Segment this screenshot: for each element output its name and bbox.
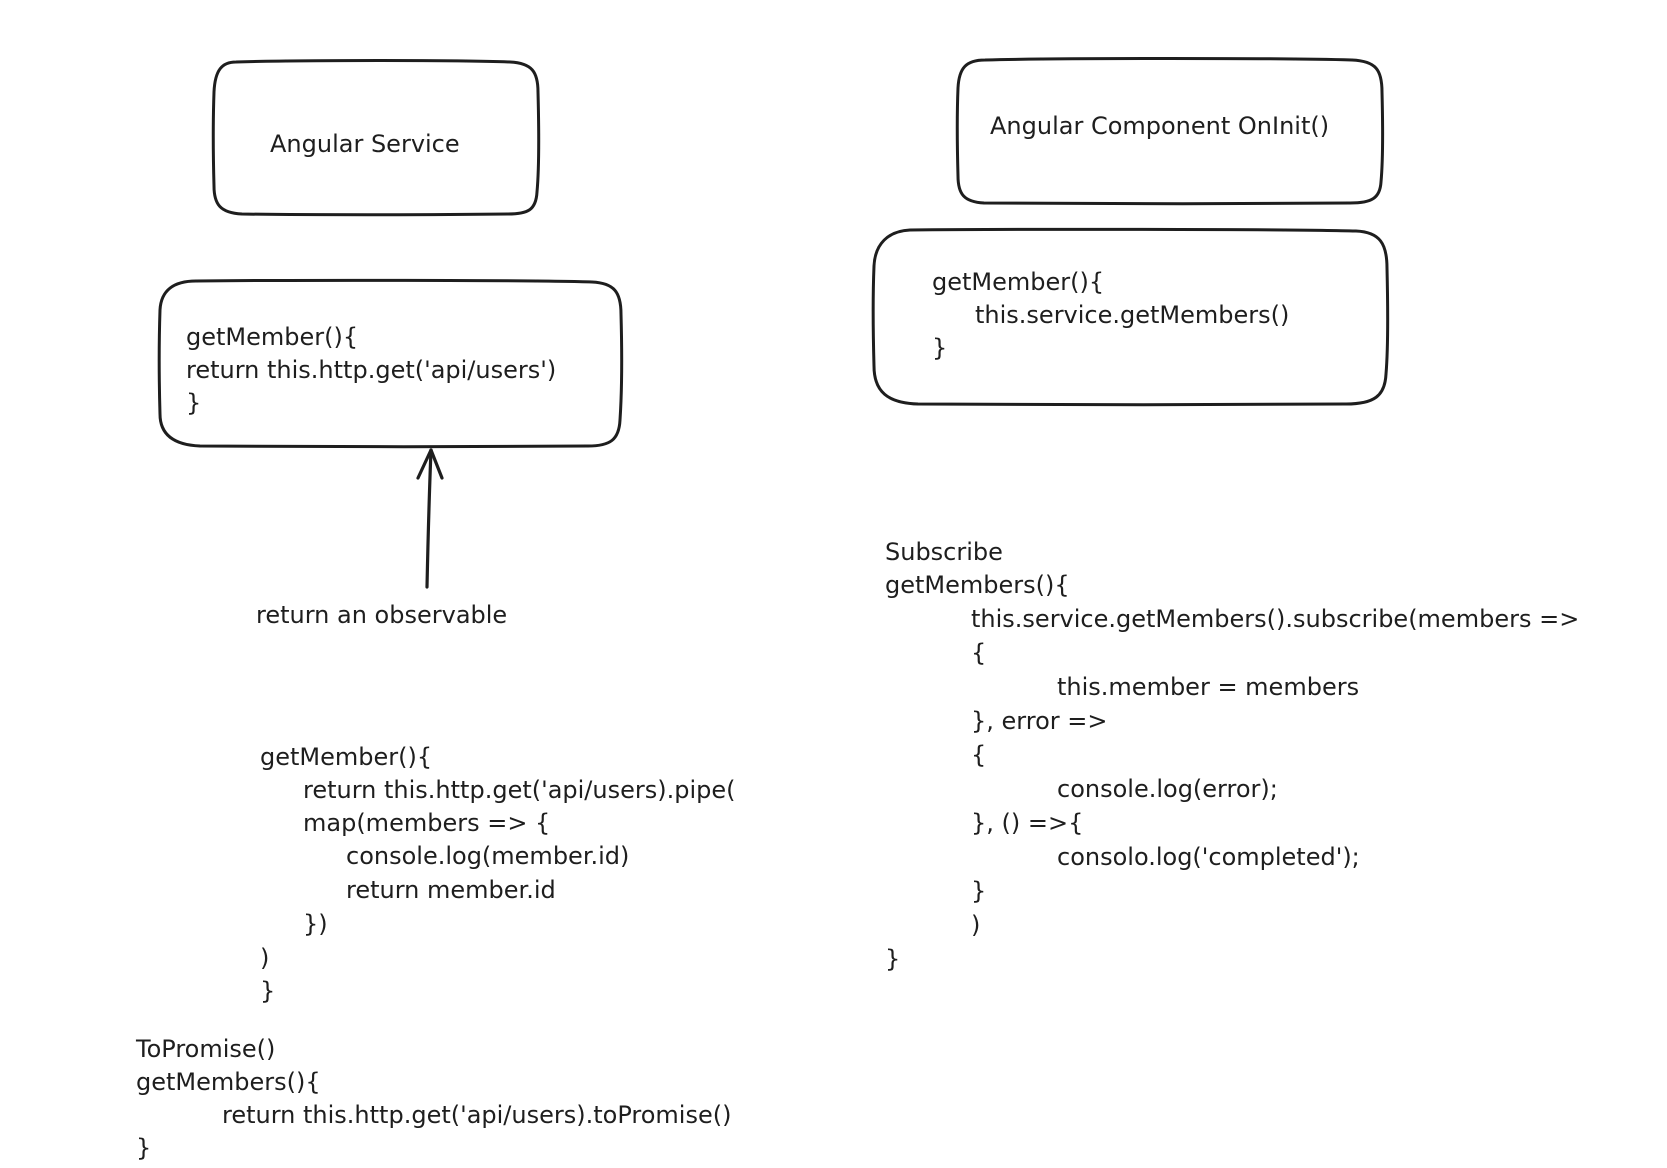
subscribe-code-line-12: } [885,945,900,973]
angular-component-box: Angular Component OnInit() [955,57,1385,206]
component-code-line-1: getMember(){ [932,268,1104,296]
service-code-line-3: } [186,389,201,417]
pipe-code-line-2: return this.http.get('api/users).pipe( [303,776,736,804]
pipe-code-line-3: map(members => { [303,809,550,837]
promise-code-line-3: } [136,1134,151,1162]
subscribe-code-line-5: }, error => [971,707,1107,735]
service-code-line-2: return this.http.get('api/users') [186,356,556,384]
pipe-code-line-7: ) [260,944,269,972]
promise-code-block: ToPromise() getMembers(){ return this.ht… [135,1035,731,1162]
component-code-line-3: } [932,334,947,362]
angular-service-box: Angular Service [211,59,541,217]
subscribe-code-block: Subscribe getMembers(){ this.service.get… [885,538,1579,973]
subscribe-code-line-3: { [971,639,986,667]
subscribe-code-line-2: this.service.getMembers().subscribe(memb… [971,605,1579,633]
subscribe-code-line-10: } [971,877,986,905]
promise-heading: ToPromise() [135,1035,275,1063]
service-code-line-1: getMember(){ [186,323,358,351]
return-arrow [416,448,444,589]
pipe-code-line-4: console.log(member.id) [346,842,629,870]
subscribe-code-line-4: this.member = members [1057,673,1359,701]
pipe-code-line-1: getMember(){ [260,743,432,771]
promise-code-line-1: getMembers(){ [136,1068,321,1096]
subscribe-code-line-11: ) [971,911,980,939]
service-code-box: getMember(){ return this.http.get('api/u… [157,278,624,449]
promise-code-line-2: return this.http.get('api/users).toPromi… [222,1101,731,1129]
arrow-shaft [425,448,433,589]
subscribe-code-line-6: { [971,741,986,769]
subscribe-code-line-8: }, () =>{ [971,809,1083,837]
component-code-box: getMember(){ this.service.getMembers() } [871,227,1390,407]
subscribe-heading: Subscribe [885,538,1003,566]
angular-service-label: Angular Service [270,130,460,158]
arrow-label: return an observable [256,601,507,629]
subscribe-code-line-7: console.log(error); [1057,775,1278,803]
component-code-line-2: this.service.getMembers() [975,301,1289,329]
arrow-head-icon [416,448,444,480]
pipe-code-line-6: }) [303,910,328,938]
pipe-code-line-8: } [260,977,275,1005]
subscribe-code-line-1: getMembers(){ [885,571,1070,599]
pipe-code-block: getMember(){ return this.http.get('api/u… [260,743,736,1005]
pipe-code-line-5: return member.id [346,876,556,904]
subscribe-code-line-9: consolo.log('completed'); [1057,843,1360,871]
angular-component-label: Angular Component OnInit() [990,112,1329,140]
